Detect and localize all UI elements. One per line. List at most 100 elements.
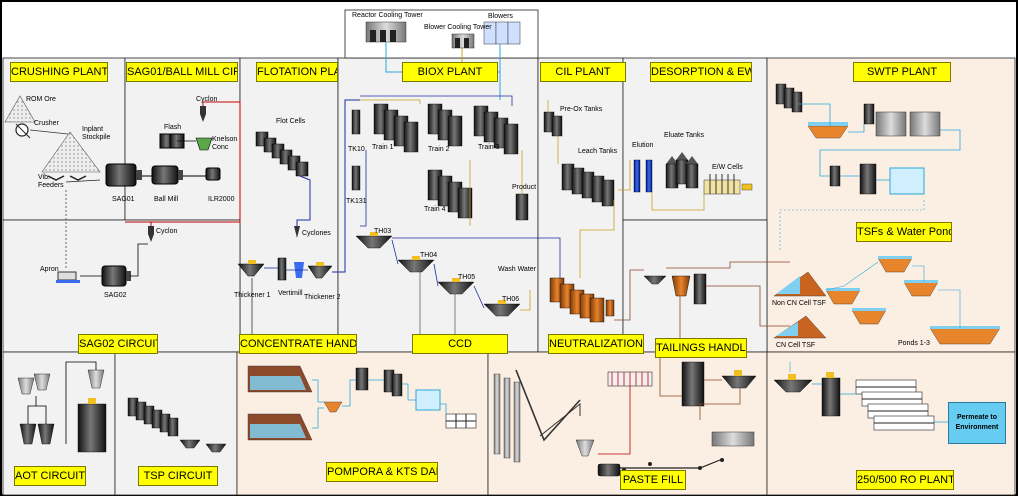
label-product: Product: [512, 184, 537, 191]
label-vertimill: Vertimill: [278, 290, 303, 297]
neutralization-tanks: [549, 277, 605, 323]
label-thickener-1: Thickener 1: [234, 292, 271, 299]
cyclon-1: [200, 106, 206, 114]
blowers-bank: [483, 21, 521, 45]
water-ponds: [825, 256, 1001, 345]
concentrate-water-tank: [415, 389, 441, 411]
label-knelson-conc: Knelson Conc: [212, 136, 238, 151]
ilr2000: [205, 167, 221, 181]
title-flotation-plant: FLOTATION PLANT: [256, 62, 338, 82]
ro-feed-tank: [821, 377, 841, 417]
tsp-cone-1: [179, 439, 201, 449]
knelson-conc: [195, 137, 213, 151]
tailings-thickener: [721, 375, 757, 389]
label-train-4: Train 4: [424, 206, 446, 213]
paste-truck: [711, 431, 755, 447]
th03: [355, 235, 393, 249]
panel-desorption: [622, 57, 768, 221]
ew-cells: [703, 174, 753, 195]
label-th03: TH03: [374, 228, 392, 235]
paste-silos: [493, 373, 521, 463]
title-paste-fill: PASTE FILL: [620, 470, 686, 490]
title-sag02-circuit: SAG02 CIRCUIT: [78, 334, 158, 354]
label-th05: TH05: [458, 274, 476, 281]
th05: [437, 281, 475, 295]
label-wash-water: Wash Water: [498, 266, 536, 273]
reactor-cooling-tower: [365, 21, 407, 43]
concentrate-ro-units: [445, 413, 477, 429]
panel-flotation: [239, 57, 339, 353]
title-tsp-circuit: TSP CIRCUIT: [138, 466, 218, 486]
label-ilr2000: ILR2000: [208, 196, 235, 203]
train-4-tanks: [427, 169, 473, 219]
aot-hoppers: [17, 369, 105, 395]
label-ew-cells: E/W Cells: [712, 164, 743, 171]
title-cil-plant: CIL PLANT: [540, 62, 626, 82]
flot-cells-bank: [255, 131, 309, 177]
blower-cooling-tower: [451, 33, 475, 49]
sag02-mill: [101, 265, 127, 287]
product-tank: [515, 193, 529, 221]
paste-filter-press: [607, 371, 653, 387]
panel-crushing: [2, 57, 126, 221]
tk131: [351, 165, 361, 191]
swtp-tanks: [775, 83, 803, 113]
sag01-mill: [105, 163, 137, 187]
label-inplant-stockpile: Inplant Stockpile: [82, 126, 111, 141]
label-ponds-1-3: Ponds 1-3: [898, 340, 930, 347]
th04: [397, 259, 435, 273]
label-th06: TH06: [502, 296, 520, 303]
aot-tank: [77, 403, 107, 453]
rom-ore-pile: [4, 95, 36, 123]
th06: [483, 303, 521, 317]
train-3-tanks: [473, 105, 519, 155]
pre-ox-tanks: [543, 111, 563, 137]
tailings-thickener-mid: [643, 275, 667, 285]
train-2-tanks: [427, 103, 463, 147]
label-elution: Elution: [632, 142, 654, 149]
swtp-clarifier-1: [875, 111, 907, 137]
label-train-3: Train 3: [478, 144, 500, 151]
title-ro-plants: 250/500 RO PLANTS: [856, 470, 954, 490]
label-train-1: Train 1: [372, 144, 394, 151]
paste-mixer: [597, 463, 621, 477]
title-concentrate-handling: CONCENTRATE HANDLING: [239, 334, 357, 354]
title-sag01-circuit: SAG01/BALL MILL CIRCUIT: [126, 62, 238, 82]
label-leach-tanks: Leach Tanks: [578, 148, 618, 155]
paste-hopper: [575, 439, 595, 457]
label-th04: TH04: [420, 252, 438, 259]
title-swtp-plant: SWTP PLANT: [853, 62, 951, 82]
title-aot-circuit: AOT CIRCUIT: [14, 466, 86, 486]
swtp-clarifier-2: [909, 111, 941, 137]
label-flash: Flash: [164, 124, 182, 131]
label-cyclon-1: Cyclon: [196, 96, 218, 103]
label-flot-cells: Flot Cells: [276, 118, 306, 125]
tailings-cone: [671, 275, 691, 297]
ball-mill: [151, 165, 179, 185]
tailings-tank: [681, 361, 705, 407]
label-cn-cell-tsf: CN Cell TSF: [776, 342, 816, 349]
elution-column-2: [645, 159, 653, 193]
title-ccd: CCD: [412, 334, 508, 354]
title-pompora-kts-dams: POMPORA & KTS DAMS: [326, 462, 438, 482]
label-cyclones: Cyclones: [302, 230, 331, 237]
label-sag01: SAG01: [112, 196, 135, 203]
label-ball-mill: Ball Mill: [154, 196, 179, 203]
ro-clarifier: [773, 379, 813, 393]
aot-cone-1: [19, 423, 37, 445]
title-desorption-ew: DESORPTION & EW: [650, 62, 752, 82]
title-tailings-handling: TAILINGS HANDLING: [655, 338, 747, 358]
tsp-cone-2: [205, 443, 227, 453]
aot-cone-2: [37, 423, 55, 445]
title-crushing-plant: CRUSHING PLANT: [10, 62, 108, 82]
label-blower-cooling-tower: Blower Cooling Tower: [424, 24, 492, 31]
train-1-tanks: [373, 103, 419, 153]
label-cyclon-2: Cyclon: [156, 228, 178, 235]
label-sag02: SAG02: [104, 292, 127, 299]
label-tk10: TK10: [348, 146, 365, 153]
eluate-tanks: [665, 152, 699, 189]
title-neutralization: NEUTRALIZATION: [548, 334, 644, 354]
tk10: [351, 109, 361, 135]
label-vib-feeders: Vib. Feeders: [38, 174, 64, 189]
